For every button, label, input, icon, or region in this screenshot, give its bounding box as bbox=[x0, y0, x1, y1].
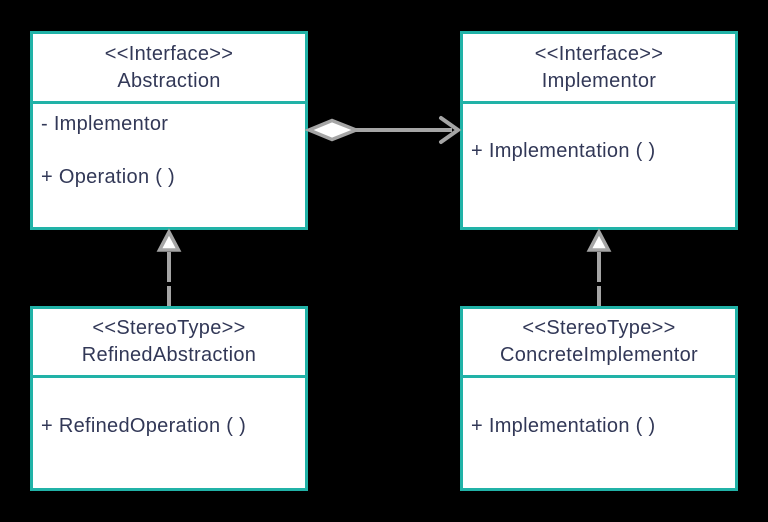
class-box-refined-abstraction: <<StereoType>> RefinedAbstraction + Refi… bbox=[30, 306, 308, 491]
class-member: + RefinedOperation ( ) bbox=[41, 415, 247, 437]
class-header: <<Interface>> Abstraction bbox=[33, 34, 305, 104]
class-stereotype: <<Interface>> bbox=[104, 42, 234, 65]
class-header: <<StereoType>> RefinedAbstraction bbox=[33, 309, 305, 378]
class-name: Implementor bbox=[541, 69, 657, 92]
class-members: + RefinedOperation ( ) bbox=[33, 378, 305, 488]
open-arrowhead-icon bbox=[439, 116, 462, 144]
class-member: - Implementor bbox=[41, 113, 169, 135]
class-member: + Implementation ( ) bbox=[471, 140, 656, 162]
hollow-triangle-arrowhead-icon bbox=[586, 228, 612, 252]
class-name: ConcreteImplementor bbox=[499, 344, 698, 366]
class-name: RefinedAbstraction bbox=[81, 344, 257, 366]
class-box-implementor: <<Interface>> Implementor + Implementati… bbox=[460, 31, 738, 230]
class-members: + Implementation ( ) bbox=[463, 378, 735, 488]
class-header: <<StereoType>> ConcreteImplementor bbox=[463, 309, 735, 378]
class-stereotype: <<StereoType>> bbox=[92, 317, 246, 339]
realization-connector-left bbox=[156, 228, 182, 306]
class-box-concrete-implementor: <<StereoType>> ConcreteImplementor + Imp… bbox=[460, 306, 738, 491]
class-box-abstraction: <<Interface>> Abstraction - Implementor … bbox=[30, 31, 308, 230]
class-name: Abstraction bbox=[117, 69, 221, 92]
aggregation-diamond-icon bbox=[304, 118, 361, 142]
class-members: + Implementation ( ) bbox=[463, 104, 735, 227]
class-member: + Operation ( ) bbox=[41, 166, 176, 188]
hollow-triangle-arrowhead-icon bbox=[156, 228, 182, 252]
class-header: <<Interface>> Implementor bbox=[463, 34, 735, 104]
aggregation-connector bbox=[304, 116, 462, 144]
class-members: - Implementor + Operation ( ) bbox=[33, 104, 305, 227]
realization-connector-right bbox=[586, 228, 612, 306]
class-stereotype: <<Interface>> bbox=[534, 42, 664, 65]
class-stereotype: <<StereoType>> bbox=[522, 317, 676, 339]
class-member: + Implementation ( ) bbox=[471, 415, 656, 437]
